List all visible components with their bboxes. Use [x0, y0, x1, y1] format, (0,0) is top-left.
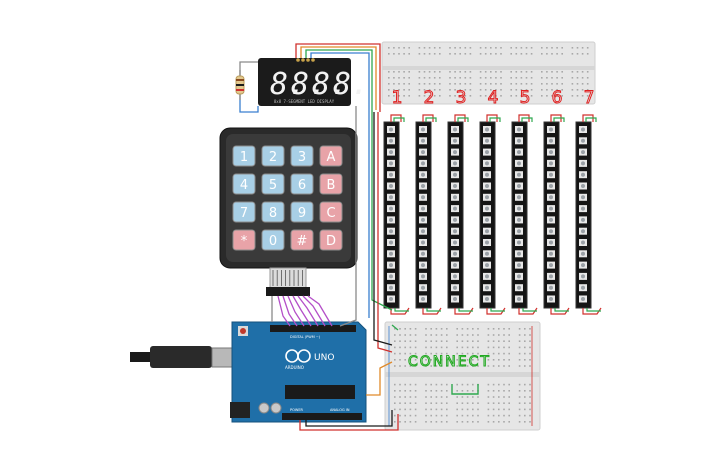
led-strip-7[interactable] — [575, 114, 602, 315]
led-strip-5[interactable] — [511, 114, 538, 315]
keypad-key-9[interactable] — [290, 201, 314, 223]
keypad-key-7[interactable] — [232, 201, 256, 223]
led-strip-1[interactable] — [383, 114, 410, 315]
keypad-key-8[interactable] — [261, 201, 285, 223]
strip-label-7: 7 — [584, 88, 595, 108]
strip-label-1: 1 — [392, 88, 403, 108]
strip-label-4: 4 — [488, 88, 499, 108]
keypad-key-label: 9 — [298, 206, 306, 221]
keypad-key-label: D — [326, 234, 336, 249]
keypad-key-hash[interactable] — [290, 229, 314, 251]
keypad-key-5[interactable] — [261, 173, 285, 195]
keypad-key-label: C — [326, 206, 335, 221]
arduino-logo-icon — [285, 349, 311, 363]
arduino-model: UNO — [314, 353, 334, 363]
strip-label-2: 2 — [424, 88, 435, 108]
display-caption: 8x8 7-SEGMENT LED DISPLAY — [274, 99, 335, 104]
usb-cable — [130, 352, 150, 362]
keypad-key-2[interactable] — [261, 145, 285, 167]
seven-segment-display[interactable]: 8.8.8.8. 8x8 7-SEGMENT LED DISPLAY — [258, 58, 369, 106]
keypad-key-b[interactable] — [319, 173, 343, 195]
keypad-key-label: 0 — [269, 234, 277, 249]
led-strip-3[interactable] — [447, 114, 474, 315]
led-strip-6[interactable] — [543, 114, 570, 315]
keypad-key-label: 6 — [298, 178, 306, 193]
strip-label-3: 3 — [456, 88, 467, 108]
keypad-key-d[interactable] — [319, 229, 343, 251]
digital-pins-label: DIGITAL (PWM ~) — [290, 335, 321, 339]
led-strip-2[interactable] — [415, 114, 442, 315]
keypad-key-label: 2 — [269, 150, 277, 165]
keypad-key-6[interactable] — [290, 173, 314, 195]
keypad-key-label: 8 — [269, 206, 277, 221]
wires[interactable] — [239, 43, 479, 431]
keypad-key-star[interactable] — [232, 229, 256, 251]
keypad-key-label: 3 — [298, 150, 306, 165]
keypad-key-c[interactable] — [319, 201, 343, 223]
keypad-key-3[interactable] — [290, 145, 314, 167]
led-strip-4[interactable] — [479, 114, 506, 315]
keypad-key-label: * — [241, 234, 248, 249]
keypad-key-label: 5 — [269, 178, 277, 193]
connect-annotation: CONNECT — [408, 354, 491, 370]
led-strip-group[interactable] — [383, 114, 602, 315]
display-digit: 8. — [291, 67, 327, 102]
arduino-uno-board[interactable]: UNO ARDUINO DIGITAL (PWM ~) POWER ANALOG… — [130, 321, 367, 423]
keypad-key-a[interactable] — [319, 145, 343, 167]
keypad-key-label: 7 — [240, 206, 248, 221]
bottom-breadboard[interactable] — [384, 321, 541, 431]
display-digit: 8. — [270, 67, 306, 102]
keypad-key-4[interactable] — [232, 173, 256, 195]
keypad-key-label: # — [297, 234, 308, 249]
membrane-keypad[interactable]: 1 2 3 A 4 5 6 B 7 8 9 C * 0 # D — [219, 127, 358, 296]
keypad-key-label: 1 — [240, 150, 248, 165]
strip-label-6: 6 — [552, 88, 563, 108]
keypad-key-label: 4 — [240, 178, 248, 193]
keypad-key-0[interactable] — [261, 229, 285, 251]
keypad-key-1[interactable] — [232, 145, 256, 167]
arduino-brand: ARDUINO — [285, 365, 304, 370]
power-pins-label: POWER — [290, 408, 304, 412]
keypad-key-label: B — [327, 178, 336, 193]
display-digit: 8. — [333, 67, 369, 102]
strip-label-group: 1 2 3 4 5 6 7 — [391, 88, 595, 109]
display-digit: 8. — [312, 67, 348, 102]
analog-pins-label: ANALOG IN — [330, 408, 350, 412]
resistor[interactable] — [235, 70, 245, 100]
keypad-key-label: A — [327, 150, 336, 165]
top-breadboard[interactable] — [381, 41, 596, 105]
strip-label-5: 5 — [520, 88, 531, 108]
